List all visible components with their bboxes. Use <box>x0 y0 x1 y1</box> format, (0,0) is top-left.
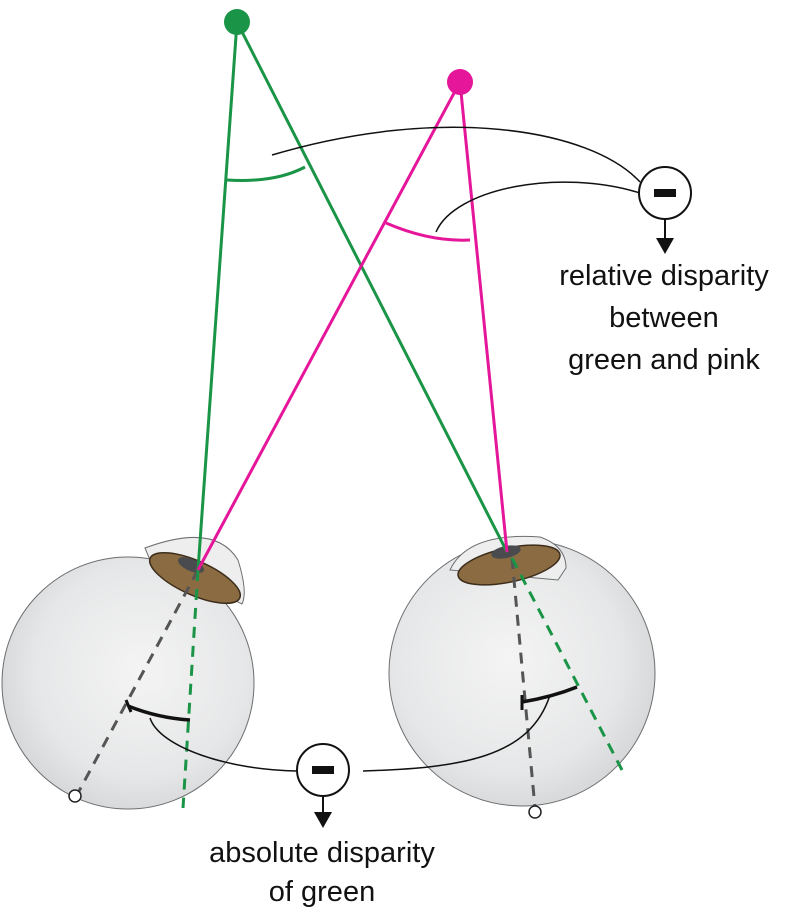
pink-vergence-angle-arc <box>386 223 470 240</box>
relative-label-line-1: relative disparity <box>559 260 769 292</box>
relative-label-line-3: green and pink <box>568 344 760 376</box>
left-eye <box>2 537 254 809</box>
absolute-label-line-2: of green <box>269 876 375 908</box>
absolute-arrow <box>314 796 332 828</box>
left-eye-fovea-marker <box>69 790 81 802</box>
pink-point <box>447 69 473 95</box>
absolute-minus-circle-icon <box>297 744 349 796</box>
relative-label-line-2: between <box>609 302 719 334</box>
right-eye <box>389 536 655 818</box>
pink-ray-right-eye <box>460 82 507 552</box>
green-ray-right-eye <box>237 22 507 552</box>
relative-minus-circle-icon <box>639 167 691 219</box>
relative-arrow <box>656 219 674 254</box>
green-point <box>224 9 250 35</box>
green-ray-left-eye <box>198 22 237 570</box>
relative-connector-green <box>272 127 640 182</box>
relative-connector-pink <box>436 182 640 232</box>
green-vergence-angle-arc <box>227 167 305 180</box>
absolute-label-line-1: absolute disparity <box>209 837 435 869</box>
pink-ray-left-eye <box>198 82 460 570</box>
right-eye-fovea-marker <box>529 806 541 818</box>
